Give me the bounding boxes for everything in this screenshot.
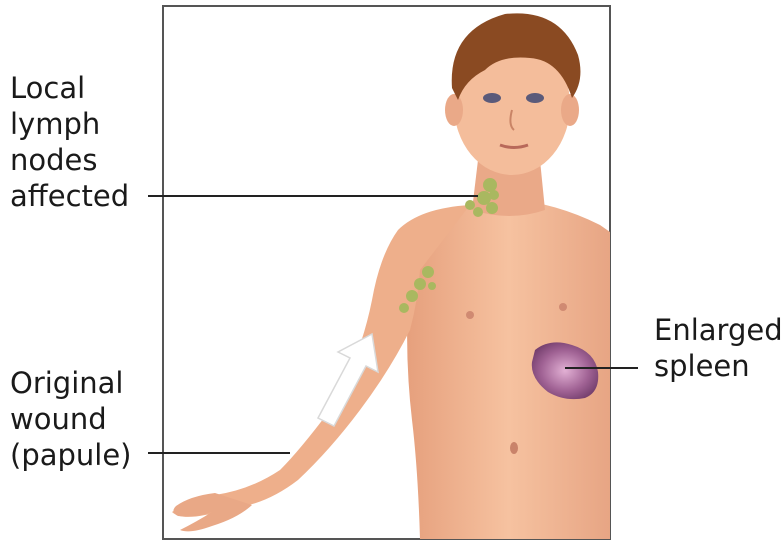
label-line: affected bbox=[10, 178, 129, 214]
label-lymph-nodes: Local lymph nodes affected bbox=[10, 70, 129, 214]
label-line: Enlarged bbox=[654, 312, 783, 348]
nipple-right bbox=[559, 303, 567, 311]
label-line: (papule) bbox=[10, 437, 132, 473]
label-line: wound bbox=[10, 401, 132, 437]
eye-right bbox=[526, 93, 544, 103]
label-line: lymph bbox=[10, 106, 129, 142]
label-line: Original bbox=[10, 365, 132, 401]
eye-left bbox=[483, 93, 501, 103]
label-line: nodes bbox=[10, 142, 129, 178]
nipple-left bbox=[466, 311, 474, 319]
navel bbox=[510, 442, 518, 454]
label-original-wound: Original wound (papule) bbox=[10, 365, 132, 473]
label-line: Local bbox=[10, 70, 129, 106]
label-line: spleen bbox=[654, 348, 783, 384]
ear-left bbox=[445, 94, 463, 126]
label-enlarged-spleen: Enlarged spleen bbox=[654, 312, 783, 384]
ear-right bbox=[561, 94, 579, 126]
